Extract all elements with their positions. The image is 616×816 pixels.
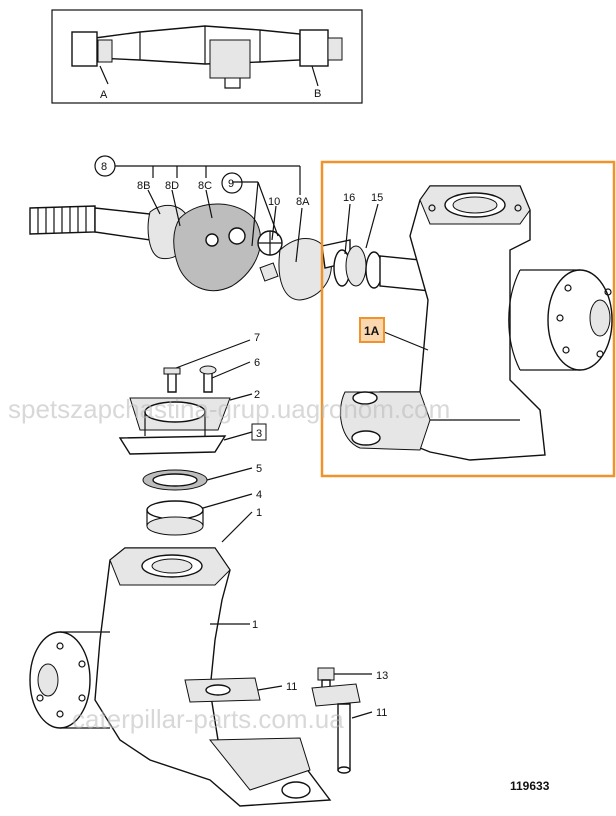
callout-8c: 8C	[198, 180, 212, 192]
watermark-bottom: caterpillar-parts.com.ua	[72, 704, 344, 734]
axle-overview-inset: A B	[51, 9, 363, 104]
callout-2: 2	[254, 389, 260, 401]
callout-4: 4	[256, 489, 262, 501]
callout-15: 15	[371, 192, 383, 204]
callout-11-right: 11	[376, 707, 387, 719]
lower-knuckle-labels: 1 11	[252, 619, 297, 693]
callout-1-upper: 1	[256, 507, 262, 519]
callout-1a: 1A	[364, 324, 380, 338]
lower-knuckle-1	[29, 547, 332, 807]
bolt-13-and-pin-11: 13 11	[311, 667, 388, 774]
callout-7: 7	[254, 332, 260, 344]
callout-8a: 8A	[296, 196, 310, 208]
shaft-labels: 8 8B 8D 8C 9 10 8A	[94, 155, 310, 208]
callout-11-left: 11	[286, 681, 297, 693]
kingpin-labels: 7 6 2 3 5 4 1	[251, 332, 267, 519]
callout-9: 9	[228, 178, 234, 190]
shaft-callout-leaders	[115, 165, 379, 263]
callout-13: 13	[376, 670, 388, 682]
callout-1-lower: 1	[252, 619, 258, 631]
callout-5: 5	[256, 463, 262, 475]
callout-6: 6	[254, 357, 260, 369]
callout-10: 10	[268, 196, 280, 208]
callout-8d: 8D	[165, 180, 179, 192]
callout-8: 8	[101, 161, 107, 173]
callout-3: 3	[256, 428, 262, 440]
drive-shaft-assembly	[29, 203, 441, 301]
overview-label-b: B	[314, 88, 321, 100]
callout-16: 16	[343, 192, 355, 204]
knuckle-1a-highlight-box: 16 15 1A	[320, 160, 616, 478]
drawing-number: 119633	[510, 779, 550, 793]
callout-8b: 8B	[137, 180, 150, 192]
watermark-top: spetszapchastina-grup.uagronom.com	[8, 394, 450, 424]
overview-label-a: A	[100, 89, 108, 101]
kingpin-parts-stack	[118, 339, 253, 543]
